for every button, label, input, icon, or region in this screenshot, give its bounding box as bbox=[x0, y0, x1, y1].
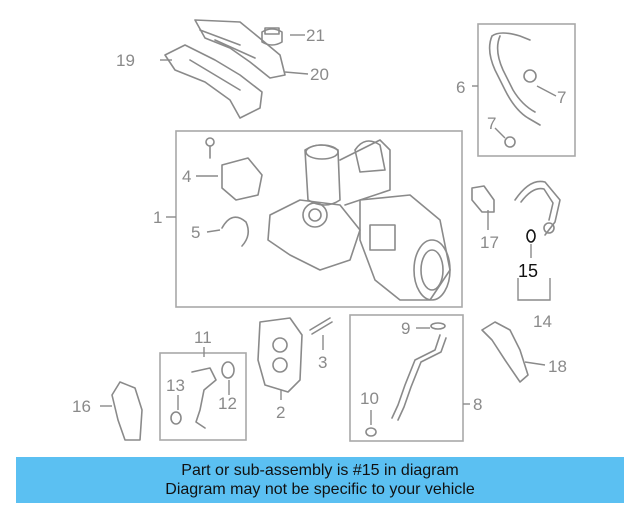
turbo-assembly-box bbox=[175, 130, 463, 308]
actuator-part-4 bbox=[205, 137, 263, 201]
bracket-part-18 bbox=[481, 321, 529, 383]
hose-group-box-6 bbox=[477, 23, 576, 157]
callout-15: 15 bbox=[518, 261, 538, 281]
callout-7-upper: 7 bbox=[557, 88, 566, 107]
hose-part-14 bbox=[514, 180, 561, 236]
leader-lines bbox=[100, 34, 557, 425]
parts-diagram: 19 21 20 6 7 7 4 1 5 17 15 14 11 9 18 3 … bbox=[72, 19, 576, 442]
turbocharger-part bbox=[267, 139, 451, 301]
fitting-part-11 bbox=[170, 361, 235, 429]
callout-3: 3 bbox=[318, 353, 327, 372]
banner-line-2: Diagram may not be specific to your vehi… bbox=[165, 481, 475, 498]
callout-5: 5 bbox=[191, 223, 200, 242]
callout-14: 14 bbox=[533, 312, 552, 331]
callout-18: 18 bbox=[548, 357, 567, 376]
clamp-part-5 bbox=[221, 216, 250, 247]
gasket-part-2 bbox=[257, 317, 303, 393]
callout-1: 1 bbox=[153, 208, 162, 227]
plug-part-21 bbox=[261, 27, 283, 46]
oil-line-box-8 bbox=[349, 314, 464, 442]
coolant-hose-part-6 bbox=[488, 32, 541, 148]
callout-10: 10 bbox=[360, 389, 379, 408]
callout-17: 17 bbox=[480, 233, 499, 252]
callout-20: 20 bbox=[310, 65, 329, 84]
callout-12: 12 bbox=[218, 394, 237, 413]
heat-shield-part bbox=[164, 19, 286, 119]
stud-part-3 bbox=[309, 317, 333, 335]
callout-6: 6 bbox=[456, 78, 465, 97]
o-ring-part-15 bbox=[526, 229, 536, 243]
banner-line-1: Part or sub-assembly is #15 in diagram bbox=[181, 462, 459, 479]
fitting-box-11 bbox=[159, 352, 247, 441]
oil-line-part bbox=[365, 322, 447, 437]
callout-16: 16 bbox=[72, 397, 91, 416]
callout-4: 4 bbox=[182, 167, 191, 186]
shield-part-16 bbox=[111, 381, 143, 441]
callout-21: 21 bbox=[306, 26, 325, 45]
callout-19: 19 bbox=[116, 51, 135, 70]
callout-2: 2 bbox=[276, 403, 285, 422]
bracket-part-17 bbox=[471, 185, 495, 213]
callout-8: 8 bbox=[473, 395, 482, 414]
callout-7-lower: 7 bbox=[487, 114, 496, 133]
callout-13: 13 bbox=[166, 376, 185, 395]
callout-9: 9 bbox=[401, 319, 410, 338]
callout-11: 11 bbox=[194, 328, 212, 347]
info-banner: Part or sub-assembly is #15 in diagram D… bbox=[16, 457, 624, 503]
